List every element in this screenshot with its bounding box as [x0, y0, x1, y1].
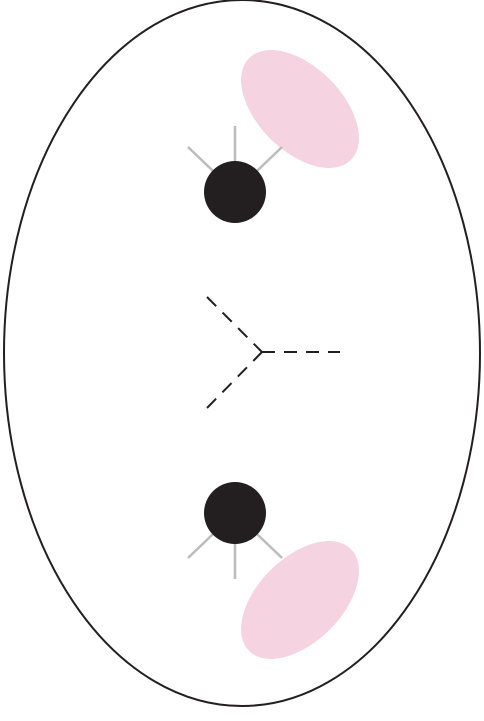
mouth-spoke-upper [207, 297, 262, 352]
dashed-mouth-icon [207, 297, 340, 408]
face-outline-icon [4, 0, 480, 706]
blush-lower-icon [219, 519, 380, 680]
eye-upper-icon [204, 161, 266, 223]
eye-lower-icon [204, 482, 266, 544]
mouth-spoke-lower [207, 352, 262, 408]
